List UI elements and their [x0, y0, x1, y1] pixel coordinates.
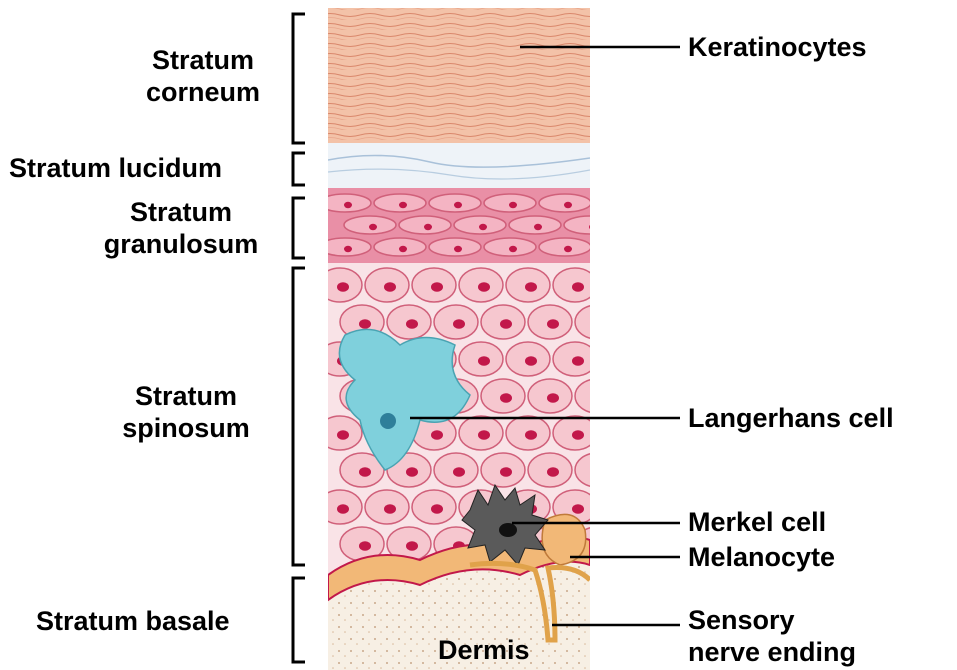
label-langerhans-cell: Langerhans cell: [688, 402, 894, 434]
cell: [575, 305, 619, 339]
cell-nucleus: [453, 319, 465, 329]
label-melanocyte: Melanocyte: [688, 541, 835, 573]
cell-nucleus: [454, 246, 462, 252]
cell-nucleus: [509, 202, 517, 208]
cell-nucleus: [547, 467, 559, 477]
cell-nucleus: [500, 319, 512, 329]
layer-brackets: [293, 14, 305, 662]
cell-nucleus: [478, 282, 490, 292]
cell-nucleus: [337, 504, 349, 514]
cell: [575, 453, 619, 487]
cell-nucleus: [564, 202, 572, 208]
cell-nucleus: [431, 504, 443, 514]
cell-nucleus: [359, 541, 371, 551]
label-merkel-cell: Merkel cell: [688, 506, 826, 538]
cell-nucleus: [406, 467, 418, 477]
cell-nucleus: [525, 356, 537, 366]
cell-nucleus: [500, 393, 512, 403]
cell-nucleus: [384, 504, 396, 514]
cell-nucleus: [500, 467, 512, 477]
granulosum-cells: [319, 194, 616, 256]
cell-nucleus: [424, 224, 432, 230]
cell-nucleus: [594, 319, 606, 329]
cell-nucleus: [406, 541, 418, 551]
cell-nucleus: [337, 282, 349, 292]
cell-nucleus: [594, 393, 606, 403]
cell-nucleus: [479, 224, 487, 230]
cell-nucleus: [431, 430, 443, 440]
bracket-spinosum: [293, 268, 305, 565]
cell-nucleus: [572, 356, 584, 366]
cell-nucleus: [478, 430, 490, 440]
cell-nucleus: [572, 504, 584, 514]
cell-nucleus: [454, 202, 462, 208]
cell-nucleus: [525, 430, 537, 440]
cell-nucleus: [547, 319, 559, 329]
cell-nucleus: [453, 467, 465, 477]
cell-nucleus: [399, 246, 407, 252]
cell-nucleus: [337, 430, 349, 440]
label-sensory-nerve-ending: Sensory nerve ending: [688, 604, 856, 668]
cell-nucleus: [594, 467, 606, 477]
bracket-basale: [293, 578, 305, 662]
cell-nucleus: [564, 246, 572, 252]
cell-nucleus: [431, 282, 443, 292]
cell-nucleus: [589, 224, 597, 230]
cell-nucleus: [547, 393, 559, 403]
label-keratinocytes: Keratinocytes: [688, 31, 867, 63]
label-dermis: Dermis: [438, 634, 530, 666]
cell-nucleus: [572, 430, 584, 440]
cell-nucleus: [369, 224, 377, 230]
lucidum-layer: [328, 143, 590, 188]
cell-nucleus: [594, 541, 606, 551]
bracket-granulosum: [293, 198, 305, 258]
cell-nucleus: [509, 246, 517, 252]
cell: [575, 379, 619, 413]
label-stratum-basale: Stratum basale: [36, 605, 230, 637]
label-stratum-granulosum: Stratum granulosum: [76, 196, 286, 260]
cell-nucleus: [406, 319, 418, 329]
cell-nucleus: [525, 282, 537, 292]
label-stratum-corneum: Stratum corneum: [118, 44, 288, 108]
cell-nucleus: [399, 202, 407, 208]
cell-nucleus: [572, 282, 584, 292]
cell-nucleus: [384, 282, 396, 292]
cell-nucleus: [359, 319, 371, 329]
cell-nucleus: [534, 224, 542, 230]
cell-nucleus: [359, 467, 371, 477]
bracket-lucidum: [293, 153, 305, 185]
label-stratum-lucidum: Stratum lucidum: [9, 152, 222, 184]
cell-nucleus: [344, 202, 352, 208]
cell-nucleus: [344, 246, 352, 252]
cell-nucleus: [478, 356, 490, 366]
bracket-corneum: [293, 14, 305, 143]
label-stratum-spinosum: Stratum spinosum: [96, 380, 276, 444]
